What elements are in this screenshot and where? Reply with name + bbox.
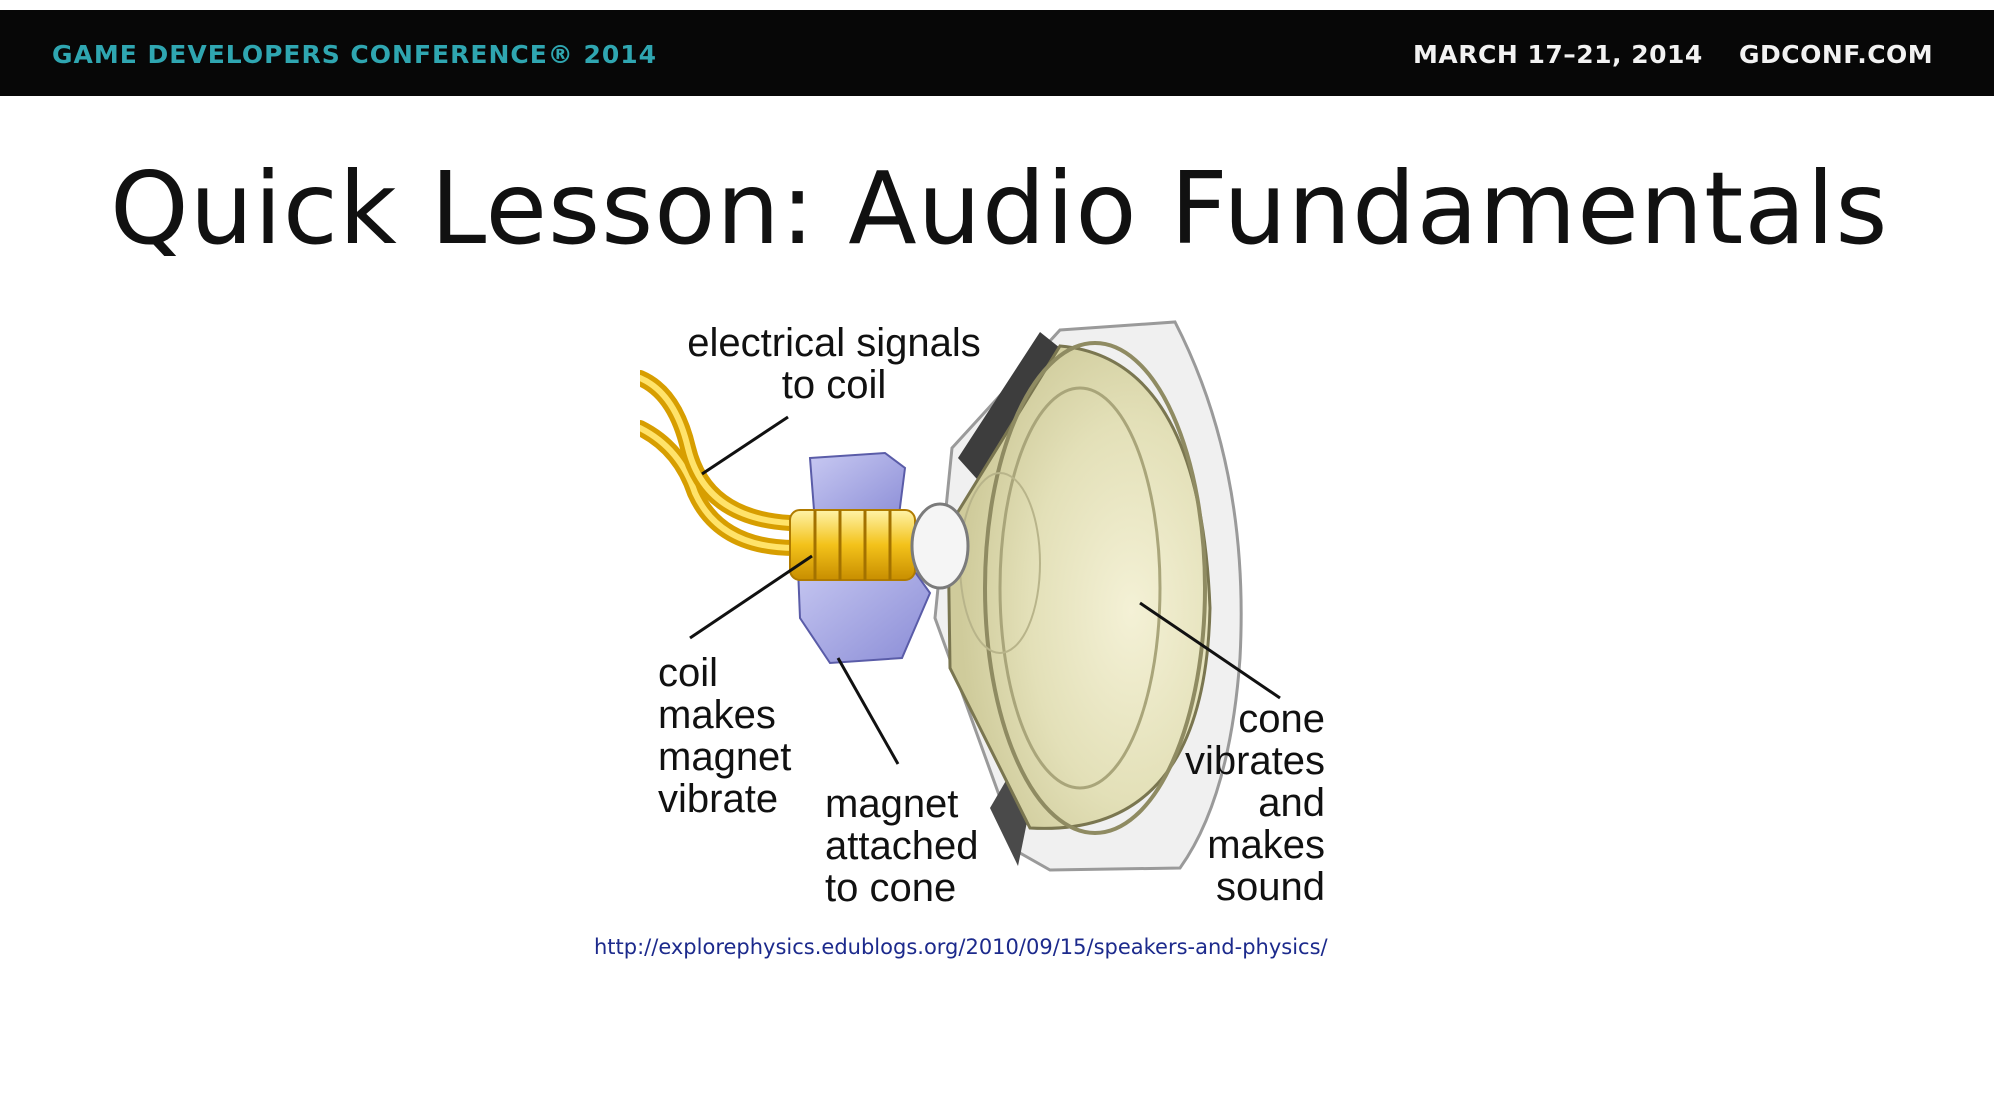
speaker-rim (958, 332, 1060, 488)
conference-dates: MARCH 17–21, 2014 (1413, 40, 1703, 69)
label-line: makes (658, 693, 776, 737)
label-cone: cone vibrates and makes sound (1140, 698, 1325, 908)
dust-cap (910, 502, 970, 590)
pointer-coil (689, 554, 813, 640)
label-line: cone (1238, 697, 1325, 741)
conference-header-bar: GAME DEVELOPERS CONFERENCE® 2014 MARCH 1… (0, 10, 1994, 96)
conference-name: GAME DEVELOPERS CONFERENCE® 2014 (52, 40, 658, 69)
label-line: to coil (781, 363, 887, 407)
voice-coil (789, 509, 916, 581)
cone-inner-ring (998, 386, 1162, 790)
pointer-magnet (836, 657, 900, 765)
label-line: vibrate (658, 777, 779, 821)
label-electrical-signals: electrical signals to coil (664, 322, 1004, 406)
pointer-electrical (701, 415, 789, 476)
label-line: coil (658, 651, 719, 695)
label-line: makes (1207, 823, 1325, 867)
label-line: sound (1216, 865, 1325, 909)
label-line: to cone (825, 866, 957, 910)
label-line: electrical signals (687, 321, 981, 365)
label-coil: coil makes magnet vibrate (658, 652, 838, 820)
label-line: attached (825, 824, 979, 868)
source-link[interactable]: http://explorephysics.edublogs.org/2010/… (594, 935, 1328, 959)
label-line: vibrates (1184, 739, 1325, 783)
wire-upper-highlight (640, 375, 793, 526)
label-line: magnet (658, 735, 792, 779)
conference-website: GDCONF.COM (1739, 40, 1934, 69)
speaker-diagram: electrical signals to coil coil makes ma… (640, 318, 1340, 928)
speaker-illustration (640, 320, 1281, 872)
wire-lower-highlight (640, 425, 798, 551)
pointer-cone (1139, 601, 1281, 700)
cone-outer-ring (983, 341, 1207, 835)
label-line: magnet (825, 782, 959, 826)
label-line: and (1258, 781, 1325, 825)
slide-title: Quick Lesson: Audio Fundamentals (110, 150, 1889, 267)
label-magnet: magnet attached to cone (825, 783, 1025, 909)
